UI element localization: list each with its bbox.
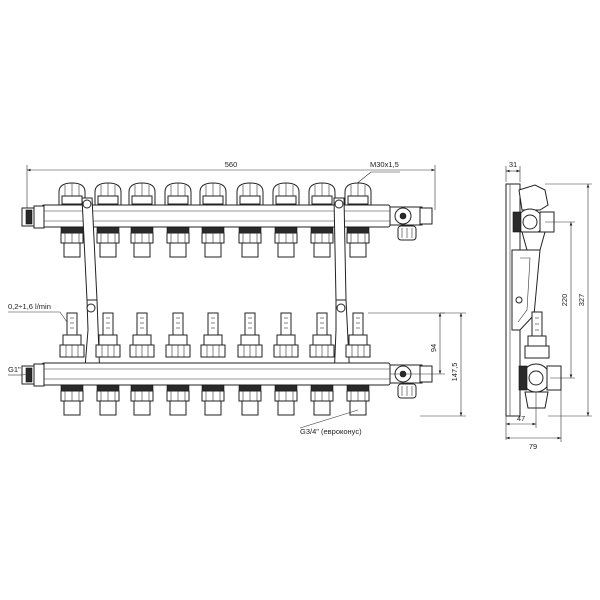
leader-flow-range: 0,2÷1,6 l/min	[8, 302, 68, 323]
label-220: 220	[560, 294, 569, 307]
label-47: 47	[517, 414, 525, 423]
dimension-side-47: 47	[505, 392, 537, 440]
label-31: 31	[509, 160, 517, 169]
side-view: 31 220 327 47 79	[505, 160, 592, 451]
label-79: 79	[529, 442, 537, 451]
dimension-side-31: 31	[505, 160, 521, 182]
side-connecting-bracket	[511, 249, 541, 331]
label-147: 147,5	[450, 363, 459, 382]
label-327: 327	[577, 294, 586, 307]
side-bottom-body	[518, 363, 562, 409]
bottom-manifold-bar	[21, 362, 433, 399]
label-flow-range: 0,2÷1,6 l/min	[8, 302, 51, 311]
top-manifold-bar	[21, 204, 433, 241]
dimension-side-79: 79	[506, 390, 562, 451]
dimension-overall-width: 560	[26, 160, 436, 210]
label-g1: G1"	[8, 365, 21, 374]
bottom-outlets	[60, 384, 370, 416]
flowmeters	[59, 312, 371, 358]
leader-inlet-thread: G1"	[8, 365, 29, 376]
side-flowmeter	[524, 311, 550, 359]
label-g34: G3/4" (евроконус)	[300, 427, 362, 436]
label-m30: M30x1,5	[370, 160, 399, 169]
dimension-side-327: 327	[545, 183, 592, 417]
leader-outlet-thread: G3/4" (евроконус)	[299, 409, 362, 436]
top-outlets	[60, 226, 370, 258]
dimension-side-220: 220	[545, 221, 575, 379]
label-560: 560	[225, 160, 238, 169]
dimension-94: 94	[368, 312, 445, 375]
mounting-brackets	[81, 197, 351, 381]
top-valve-caps	[58, 182, 372, 206]
front-view: 560 M30x1,5	[8, 160, 466, 436]
dimension-147: 147,5	[420, 312, 466, 417]
label-94: 94	[429, 344, 438, 352]
